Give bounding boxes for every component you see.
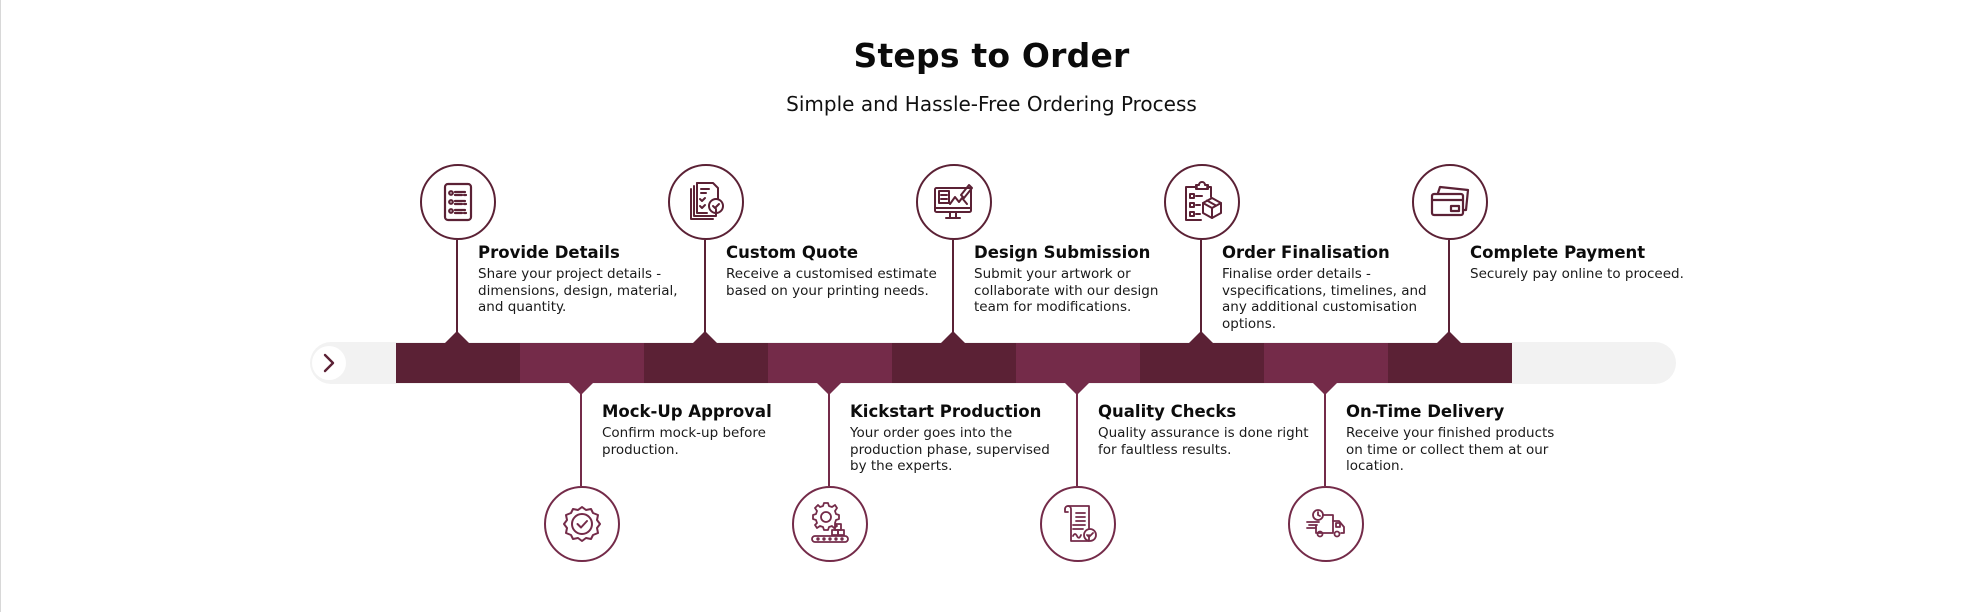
step-icon-circle-mock-up-approval: [544, 486, 620, 562]
step-icon-circle-design-submission: [916, 164, 992, 240]
step-title: Complete Payment: [1470, 243, 1646, 262]
certificate-check-icon: [1064, 505, 1097, 542]
step-marker: [1313, 383, 1337, 395]
step-description: Confirm mock-up before production.: [602, 425, 766, 458]
step-icon-circle-on-time-delivery: [1288, 486, 1364, 562]
step-description: Share your project details - dimensions,…: [478, 266, 678, 315]
quote-check-icon: [690, 182, 724, 220]
step-description: Receive your finished products on time o…: [1346, 425, 1555, 474]
monitor-design-icon: [934, 184, 973, 219]
step-description: Quality assurance is done right for faul…: [1098, 425, 1309, 458]
timeline-segment-6: [1016, 343, 1140, 383]
step-order-finalisation: Order Finalisation Finalise order detail…: [1222, 243, 1442, 332]
step-description: Your order goes into the production phas…: [850, 425, 1050, 474]
step-title: Mock-Up Approval: [602, 402, 772, 421]
step-description: Submit your artwork or collaborate with …: [974, 266, 1159, 315]
credit-card-icon: [1430, 185, 1470, 217]
step-icon-circle-custom-quote: [668, 164, 744, 240]
step-mock-up-approval: Mock-Up Approval Confirm mock-up before …: [602, 402, 822, 458]
step-icon-circle-kickstart-production: [792, 486, 868, 562]
timeline-segment-8: [1264, 343, 1388, 383]
step-marker: [693, 331, 717, 343]
step-icon-circle-complete-payment: [1412, 164, 1488, 240]
page-left-border: [0, 0, 1, 612]
step-kickstart-production: Kickstart Production Your order goes int…: [850, 402, 1070, 475]
step-provide-details: Provide Details Share your project detai…: [478, 243, 698, 316]
chevron-right-icon: [323, 353, 335, 373]
timeline-segment-1: [396, 343, 520, 383]
step-title: Order Finalisation: [1222, 243, 1390, 262]
document-list-icon: [443, 182, 473, 222]
step-connector: [828, 392, 830, 486]
step-marker: [817, 383, 841, 395]
timeline-segment-3: [644, 343, 768, 383]
step-connector: [952, 240, 954, 332]
timeline-segment-2: [520, 343, 644, 383]
clipboard-box-icon: [1185, 181, 1222, 221]
timeline-progress-bar: [396, 343, 1512, 383]
badge-check-icon: [563, 506, 601, 542]
gear-conveyor-icon: [811, 502, 849, 543]
step-connector: [704, 240, 706, 332]
step-icon-circle-quality-checks: [1040, 486, 1116, 562]
step-title: Quality Checks: [1098, 402, 1237, 421]
step-title: Custom Quote: [726, 243, 859, 262]
step-description: Receive a customised estimate based on y…: [726, 266, 937, 299]
step-marker: [445, 331, 469, 343]
step-marker: [941, 331, 965, 343]
step-icon-circle-provide-details: [420, 164, 496, 240]
step-description: Securely pay online to proceed.: [1470, 266, 1684, 282]
step-connector: [456, 240, 458, 332]
step-title: Design Submission: [974, 243, 1151, 262]
step-design-submission: Design Submission Submit your artwork or…: [974, 243, 1194, 316]
step-quality-checks: Quality Checks Quality assurance is done…: [1098, 402, 1318, 458]
step-icon-circle-order-finalisation: [1164, 164, 1240, 240]
step-connector: [580, 392, 582, 486]
step-title: Kickstart Production: [850, 402, 1042, 421]
page-title: Steps to Order: [853, 36, 1130, 75]
step-marker: [1189, 331, 1213, 343]
step-marker: [1437, 331, 1461, 343]
step-title: Provide Details: [478, 243, 620, 262]
step-marker: [569, 383, 593, 395]
timeline-segment-7: [1140, 343, 1264, 383]
step-connector: [1200, 240, 1202, 332]
step-marker: [1065, 383, 1089, 395]
step-complete-payment: Complete Payment Securely pay online to …: [1470, 243, 1690, 283]
step-on-time-delivery: On-Time Delivery Receive your finished p…: [1346, 402, 1566, 475]
step-connector: [1324, 392, 1326, 486]
timeline-segment-5: [892, 343, 1016, 383]
step-title: On-Time Delivery: [1346, 402, 1505, 421]
timeline-segment-9: [1388, 343, 1512, 383]
timeline-next-button[interactable]: [312, 346, 346, 380]
page-subtitle: Simple and Hassle-Free Ordering Process: [786, 92, 1197, 116]
timeline-segment-4: [768, 343, 892, 383]
step-connector: [1076, 392, 1078, 486]
step-description: Finalise order details - vspecifications…: [1222, 266, 1427, 332]
step-custom-quote: Custom Quote Receive a customised estima…: [726, 243, 946, 299]
step-connector: [1448, 240, 1450, 332]
delivery-truck-icon: [1306, 509, 1345, 538]
